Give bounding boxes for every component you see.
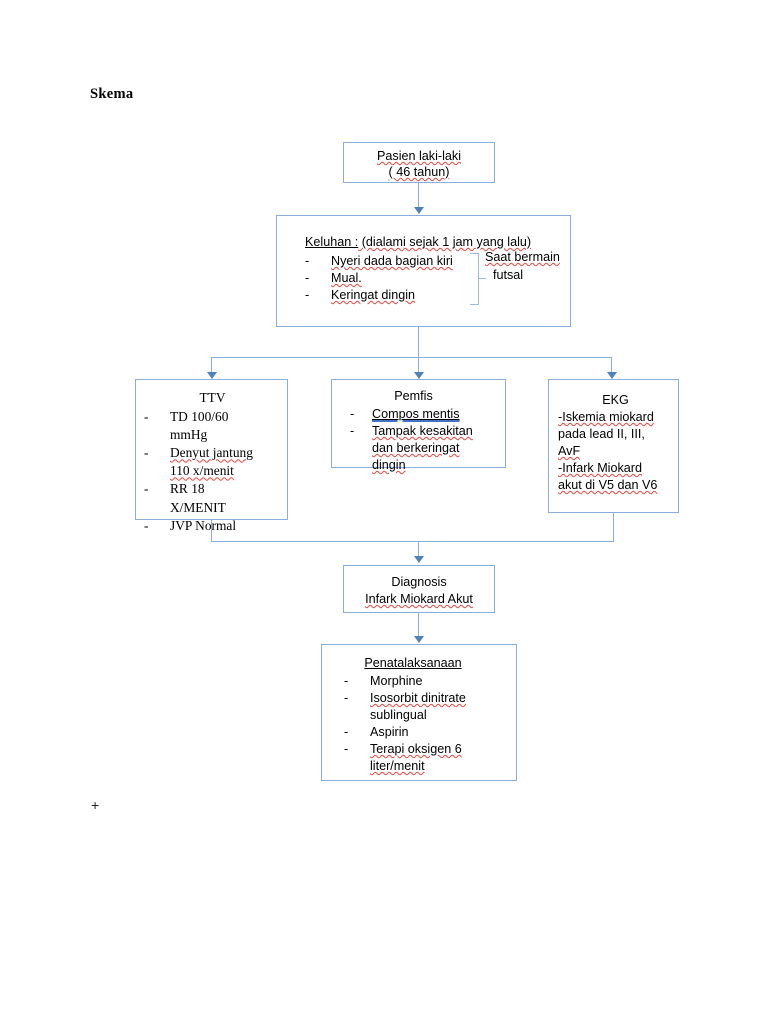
ekg-line-4: -Infark Miokard bbox=[558, 461, 642, 475]
ekg-header: EKG bbox=[602, 393, 629, 407]
penatalaksanaan-item-1: Morphine bbox=[370, 674, 423, 688]
pemfis-list: - Compos mentis - Tampak kesakitan dan b… bbox=[350, 406, 499, 474]
pasien-line1: Pasien laki-laki bbox=[377, 149, 461, 163]
pemfis-item-2-cont2: dingin bbox=[372, 458, 406, 472]
list-item: - Morphine bbox=[344, 673, 508, 690]
ttv-item-4: JVP Normal bbox=[170, 517, 237, 533]
brace-tick-icon bbox=[479, 278, 486, 280]
list-item: - TD 100/60 mmHg bbox=[144, 408, 281, 444]
penatalaksanaan-item-4: Terapi oksigen 6 bbox=[370, 742, 462, 756]
connector-merge-bar bbox=[211, 541, 614, 543]
pasien-line2: ( 46 tahun) bbox=[388, 165, 450, 179]
node-diagnosis[interactable]: Diagnosis Infark Miokard Akut bbox=[343, 565, 495, 613]
keluhan-item-3: Keringat dingin bbox=[331, 288, 416, 302]
penatalaksanaan-item-2-cont: sublingual bbox=[370, 708, 427, 722]
ttv-header: TTV bbox=[199, 390, 226, 405]
bullet-dash: - bbox=[144, 409, 149, 425]
list-item: - Tampak kesakitan dan berkeringat dingi… bbox=[350, 423, 499, 474]
ekg-line-2: pada lead II, III, bbox=[558, 427, 645, 441]
keluhan-item-2: Mual. bbox=[331, 271, 362, 285]
connector-split-left bbox=[211, 357, 213, 376]
bullet-dash: - bbox=[344, 674, 349, 688]
penatalaksanaan-list: - Morphine - Isosorbit dinitrate subling… bbox=[344, 673, 508, 775]
page-title: Skema bbox=[90, 86, 134, 102]
list-item: - RR 18 X/MENIT bbox=[144, 480, 281, 516]
penatalaksanaan-header: Penatalaksanaan bbox=[364, 656, 462, 670]
node-pasien[interactable]: Pasien laki-laki ( 46 tahun) bbox=[343, 142, 495, 183]
pemfis-item-2: Tampak kesakitan bbox=[372, 424, 473, 438]
arrow-pasien-keluhan bbox=[414, 207, 424, 214]
connector-pasien-keluhan bbox=[418, 183, 420, 209]
node-penatalaksanaan[interactable]: Penatalaksanaan - Morphine - Isosorbit d… bbox=[321, 644, 517, 781]
list-item: - Aspirin bbox=[344, 724, 508, 741]
bullet-dash: - bbox=[344, 742, 349, 756]
bullet-dash: - bbox=[350, 424, 355, 438]
arrow-to-ekg bbox=[607, 372, 617, 379]
bullet-dash: - bbox=[144, 481, 149, 497]
ttv-item-1-cont: mmHg bbox=[170, 427, 208, 443]
connector-ttv-down bbox=[211, 520, 213, 542]
keluhan-header: Keluhan : bbox=[305, 235, 359, 249]
ekg-line-3: AvF bbox=[558, 444, 581, 458]
node-keluhan[interactable]: Keluhan : (dialami sejak 1 jam yang lalu… bbox=[276, 215, 571, 327]
ttv-item-2-cont: 110 x/menit bbox=[170, 463, 234, 479]
connector-merge-center bbox=[418, 541, 420, 558]
connector-split-center bbox=[418, 357, 420, 376]
ttv-item-3: RR 18 bbox=[170, 481, 205, 497]
connector-diagnosis-penatalaksanaan bbox=[418, 613, 420, 638]
penatalaksanaan-item-4-cont: liter/menit bbox=[370, 759, 425, 773]
list-item: - Denyut jantung 110 x/menit bbox=[144, 444, 281, 480]
node-ttv[interactable]: TTV - TD 100/60 mmHg - Denyut jantung 1 bbox=[135, 379, 288, 533]
keluhan-item-1: Nyeri dada bagian kiri bbox=[331, 254, 453, 268]
connector-split-right bbox=[611, 357, 613, 376]
bullet-dash: - bbox=[344, 691, 349, 705]
ttv-item-3-cont: X/MENIT bbox=[170, 499, 226, 515]
list-item: - Mual. bbox=[305, 270, 562, 287]
keluhan-brace-note-2: futsal bbox=[493, 268, 524, 282]
list-item: - Isosorbit dinitrate sublingual bbox=[344, 690, 508, 724]
arrow-to-diagnosis bbox=[414, 556, 424, 563]
pemfis-header: Pemfis bbox=[394, 389, 433, 403]
bullet-dash: - bbox=[344, 725, 349, 739]
pemfis-item-1: Compos mentis bbox=[372, 407, 460, 421]
ttv-item-1: TD 100/60 bbox=[170, 409, 229, 425]
node-pemfis[interactable]: Pemfis - Compos mentis - Tampak kesakita… bbox=[331, 379, 506, 472]
brace-bracket-icon bbox=[470, 253, 479, 305]
bullet-dash: - bbox=[144, 517, 149, 533]
keluhan-brace-note-1: Saat bermain bbox=[485, 250, 560, 264]
bullet-dash: - bbox=[350, 407, 355, 421]
list-item: - Keringat dingin bbox=[305, 287, 562, 304]
arrow-to-penatalaksanaan bbox=[414, 636, 424, 643]
pemfis-item-2-cont: dan berkeringat bbox=[372, 441, 460, 455]
connector-split-bar bbox=[211, 357, 612, 359]
list-item: - JVP Normal bbox=[144, 517, 281, 535]
arrow-to-pemfis bbox=[414, 372, 424, 379]
penatalaksanaan-item-2: Isosorbit dinitrate bbox=[370, 691, 466, 705]
bullet-dash: - bbox=[305, 271, 310, 285]
keluhan-header-rest: (dialami sejak 1 jam yang lalu) bbox=[358, 235, 532, 249]
bullet-dash: - bbox=[144, 445, 149, 461]
bullet-dash: - bbox=[305, 254, 310, 268]
bullet-dash: - bbox=[305, 288, 310, 302]
ttv-list: - TD 100/60 mmHg - Denyut jantung 110 x/… bbox=[144, 408, 281, 535]
arrow-to-ttv bbox=[207, 372, 217, 379]
keluhan-list: - Nyeri dada bagian kiri - Mual. - Kerin… bbox=[305, 253, 562, 304]
diagnosis-line1: Diagnosis bbox=[391, 575, 447, 589]
list-item: - Nyeri dada bagian kiri bbox=[305, 253, 562, 270]
ekg-line-5: akut di V5 dan V6 bbox=[558, 478, 658, 492]
list-item: - Terapi oksigen 6 liter/menit bbox=[344, 741, 508, 775]
diagnosis-line2: Infark Miokard Akut bbox=[365, 592, 473, 606]
list-item: - Compos mentis bbox=[350, 406, 499, 423]
node-ekg[interactable]: EKG -Iskemia miokard pada lead II, III, … bbox=[548, 379, 679, 513]
connector-ekg-down bbox=[613, 513, 615, 542]
ekg-line-1: -Iskemia miokard bbox=[558, 410, 654, 424]
ttv-item-2: Denyut jantung bbox=[170, 445, 253, 461]
trailing-plus-mark: + bbox=[91, 797, 100, 813]
connector-keluhan-trunk bbox=[418, 327, 420, 358]
penatalaksanaan-item-3: Aspirin bbox=[370, 725, 409, 739]
